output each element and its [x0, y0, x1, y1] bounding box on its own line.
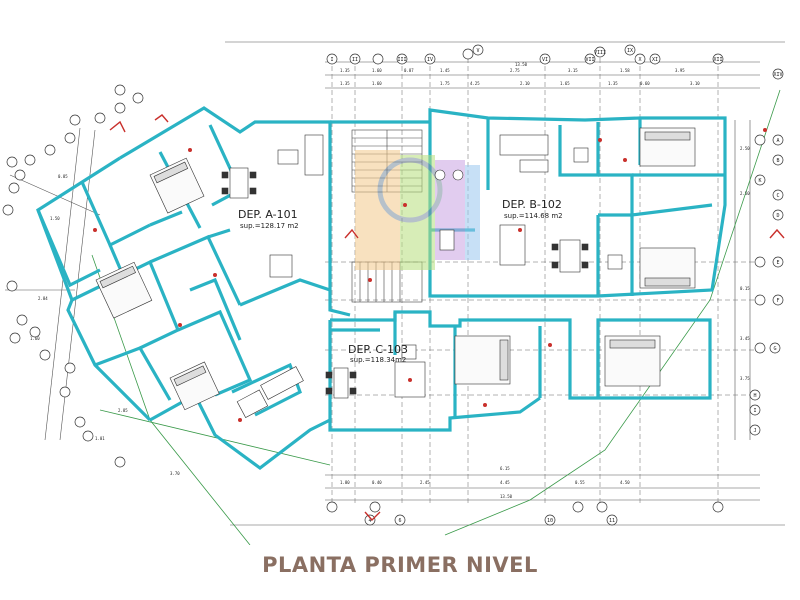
svg-text:II: II	[352, 57, 358, 63]
svg-text:X: X	[638, 57, 641, 63]
svg-text:3.10: 3.10	[690, 81, 700, 86]
svg-text:3.75: 3.75	[740, 376, 750, 381]
svg-text:1.35: 1.35	[340, 81, 350, 86]
unit-a-label: DEP. A-101	[238, 208, 298, 221]
svg-text:E: E	[776, 260, 779, 266]
furniture-beds	[95, 127, 696, 411]
svg-text:4: 4	[368, 518, 371, 524]
axis-bubbles	[2, 44, 784, 526]
svg-text:6: 6	[398, 518, 401, 524]
svg-text:2.50: 2.50	[740, 146, 750, 151]
svg-text:D: D	[776, 213, 779, 219]
red-marks	[93, 128, 767, 422]
svg-text:C: C	[776, 193, 779, 199]
svg-text:1.01: 1.01	[95, 436, 105, 441]
svg-text:K: K	[758, 178, 761, 184]
unit-labels: DEP. A-101 sup.=128.17 m2 DEP. B-102 sup…	[238, 198, 563, 364]
unit-a-area: sup.=128.17 m2	[240, 222, 299, 230]
svg-text:VII: VII	[585, 57, 594, 63]
svg-text:1.60: 1.60	[30, 336, 40, 341]
svg-text:2.50: 2.50	[740, 191, 750, 196]
svg-text:2.45: 2.45	[420, 480, 430, 485]
svg-text:H: H	[753, 393, 756, 399]
svg-text:2.84: 2.84	[38, 296, 48, 301]
svg-text:13.50: 13.50	[515, 62, 528, 67]
svg-text:XII: XII	[713, 57, 722, 63]
svg-text:2.75: 2.75	[510, 68, 520, 73]
svg-text:4.50: 4.50	[620, 480, 630, 485]
svg-text:B: B	[776, 158, 779, 164]
unit-b-area: sup.=114.68 m2	[504, 212, 563, 220]
svg-text:VI: VI	[542, 57, 548, 63]
svg-text:3.70: 3.70	[170, 471, 180, 476]
svg-text:3.45: 3.45	[740, 336, 750, 341]
svg-text:1.60: 1.60	[372, 81, 382, 86]
svg-text:1.45: 1.45	[440, 68, 450, 73]
furniture-tables	[221, 167, 589, 399]
plan-title: PLANTA PRIMER NIVEL	[262, 553, 538, 577]
svg-text:2.10: 2.10	[520, 81, 530, 86]
svg-text:A: A	[776, 138, 779, 144]
svg-text:1.58: 1.58	[620, 68, 630, 73]
svg-text:0.87: 0.87	[404, 68, 414, 73]
svg-text:0.40: 0.40	[372, 480, 382, 485]
svg-text:J: J	[753, 428, 756, 434]
unit-c-area: sup.=118.34m2	[350, 356, 406, 364]
svg-text:1.50: 1.50	[50, 216, 60, 221]
svg-text:0.60: 0.60	[640, 81, 650, 86]
watermark-logo	[355, 150, 480, 270]
svg-text:1.75: 1.75	[440, 81, 450, 86]
svg-text:2.85: 2.85	[118, 408, 128, 413]
svg-text:VIII: VIII	[594, 50, 606, 56]
svg-text:6.15: 6.15	[500, 466, 510, 471]
svg-text:3.15: 3.15	[568, 68, 578, 73]
svg-text:1.35: 1.35	[340, 68, 350, 73]
dimension-text: 1.35 1.60 0.87 1.45 2.75 3.15 1.58 3.95 1.35 1…	[30, 62, 750, 499]
svg-text:4.45: 4.45	[500, 480, 510, 485]
svg-text:XI: XI	[652, 57, 658, 63]
svg-text:1.80: 1.80	[340, 480, 350, 485]
svg-text:0.15: 0.15	[740, 286, 750, 291]
svg-text:IV: IV	[427, 57, 433, 63]
svg-text:F: F	[776, 298, 779, 304]
svg-text:4.25: 4.25	[470, 81, 480, 86]
svg-text:I: I	[330, 57, 333, 63]
dimension-lines	[5, 41, 785, 526]
svg-text:1.60: 1.60	[372, 68, 382, 73]
svg-text:3.95: 3.95	[675, 68, 685, 73]
svg-text:IX: IX	[627, 48, 633, 54]
svg-text:1.65: 1.65	[560, 81, 570, 86]
svg-text:1.35: 1.35	[608, 81, 618, 86]
red-section-arrows	[109, 114, 785, 522]
svg-text:0.55: 0.55	[575, 480, 585, 485]
svg-text:XIV: XIV	[773, 72, 782, 78]
svg-text:0.85: 0.85	[58, 174, 68, 179]
svg-text:I: I	[753, 408, 756, 414]
svg-text:10: 10	[547, 518, 553, 524]
unit-b-label: DEP. B-102	[502, 198, 562, 211]
svg-text:G: G	[773, 346, 776, 352]
svg-text:13.50: 13.50	[500, 494, 513, 499]
svg-text:11: 11	[609, 518, 615, 524]
unit-c-label: DEP. C-103	[348, 343, 408, 356]
svg-text:V: V	[476, 48, 479, 54]
svg-text:III: III	[397, 57, 406, 63]
